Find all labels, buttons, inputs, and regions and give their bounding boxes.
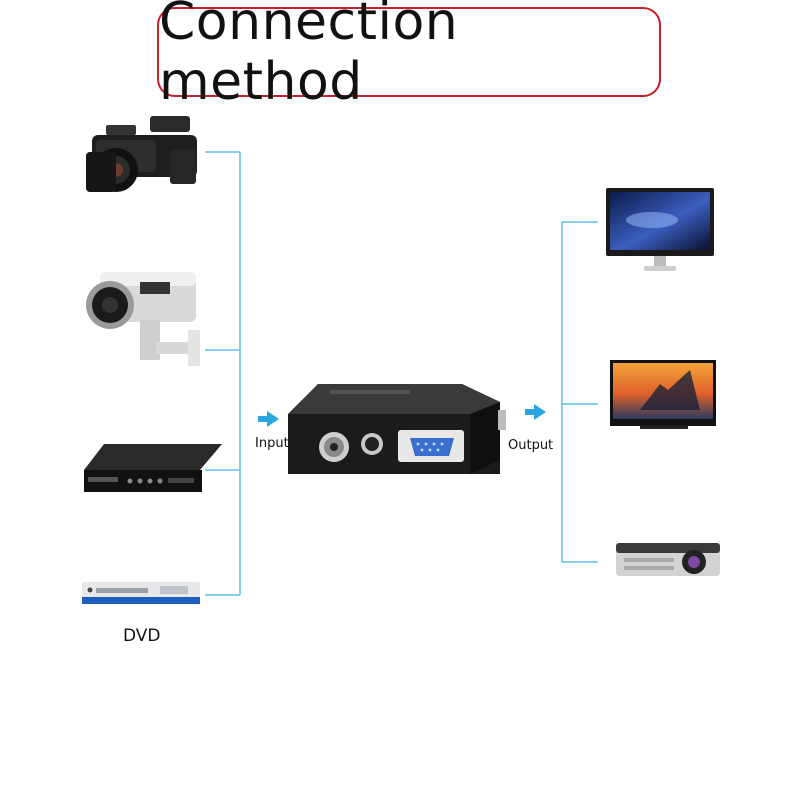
dvd-player-icon [82,582,200,604]
dvr-icon [84,444,222,492]
camcorder-icon [86,116,197,192]
av-to-vga-converter-icon [288,384,506,474]
output-arrow-icon [525,404,546,420]
output-connector-lines [561,221,598,563]
monitor-icon [606,188,714,271]
dvd-label: DVD [123,626,161,646]
projector-icon [616,543,720,576]
tv-icon [610,360,716,429]
input-label: Input [255,436,289,451]
input-arrow-icon [258,411,279,427]
cctv-camera-icon [86,272,200,366]
output-label: Output [508,438,554,453]
input-connector-lines [205,151,241,596]
